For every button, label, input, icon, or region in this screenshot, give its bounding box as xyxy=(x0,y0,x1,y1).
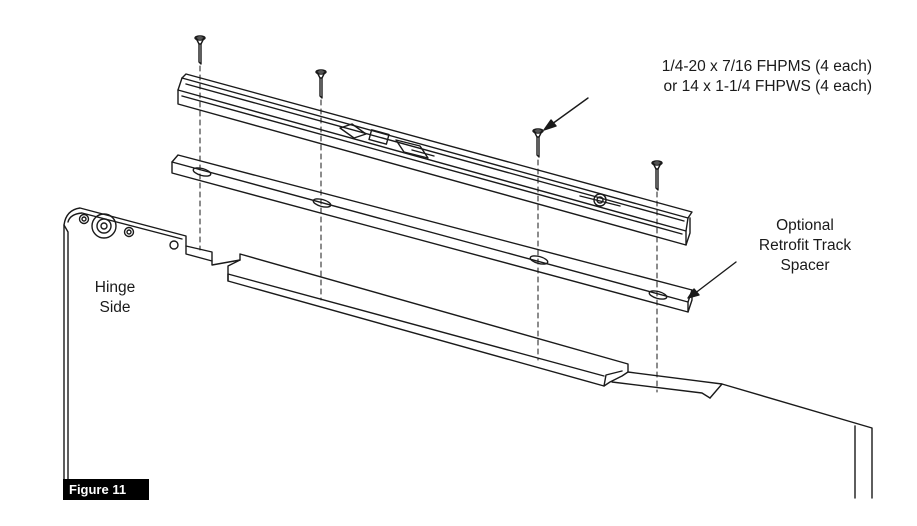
figure-badge: Figure 11 xyxy=(63,479,149,500)
screw-3 xyxy=(532,128,544,158)
screw-2 xyxy=(315,69,327,99)
spacer-callout-arrow xyxy=(687,261,737,299)
alignment-lines xyxy=(199,65,658,393)
hinge-side-label: Hinge Side xyxy=(80,278,150,318)
top-track xyxy=(177,73,693,246)
spacer-callout: Optional Retrofit Track Spacer xyxy=(735,216,875,276)
screw-4 xyxy=(651,160,663,191)
screw-callout-arrow xyxy=(543,97,589,131)
spacer-callout-line-1: Optional xyxy=(776,217,834,234)
screw-callout-line-2: or 14 x 1-1/4 FHPWS (4 each) xyxy=(663,78,872,95)
retrofit-track-spacer xyxy=(171,154,693,313)
hinge-side-line-1: Hinge xyxy=(94,279,136,296)
screw-1 xyxy=(194,35,206,65)
top-pivot-plate xyxy=(78,213,179,250)
door-panel xyxy=(63,207,873,499)
screw-callout-line-1: 1/4-20 x 7/16 FHPMS (4 each) xyxy=(661,58,872,75)
spacer-callout-line-2: Retrofit Track xyxy=(758,237,852,254)
spacer-callout-line-3: Spacer xyxy=(780,257,830,274)
screw-callout: 1/4-20 x 7/16 FHPMS (4 each) or 14 x 1-1… xyxy=(590,57,872,97)
hinge-side-line-2: Side xyxy=(99,299,131,316)
